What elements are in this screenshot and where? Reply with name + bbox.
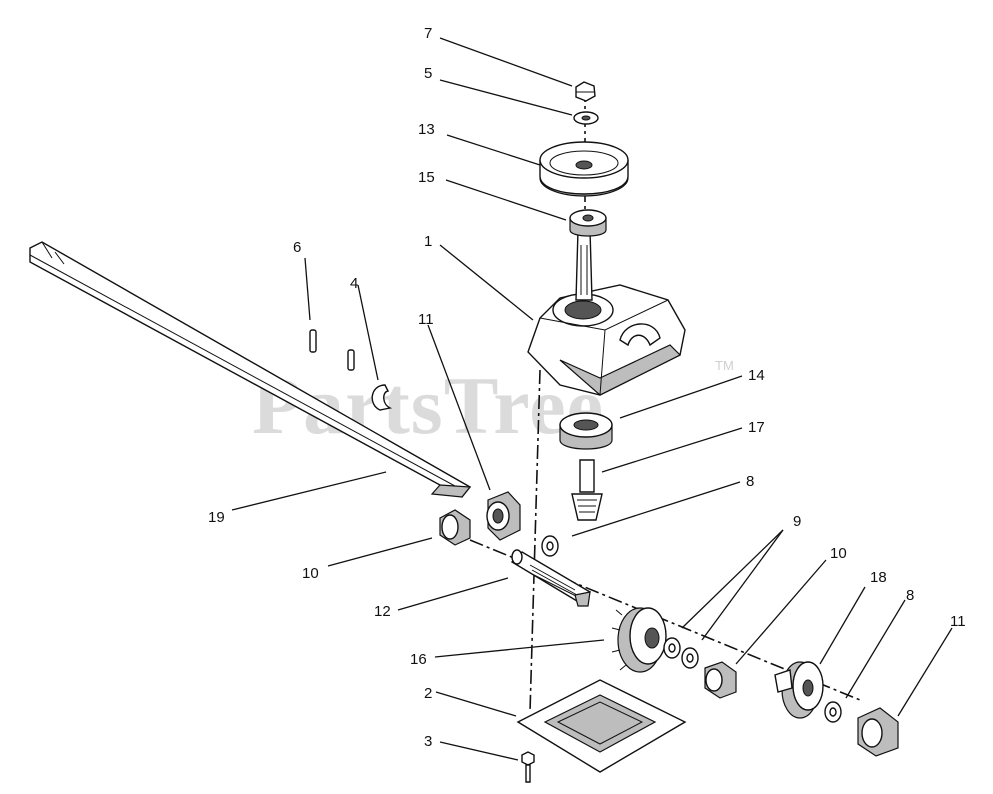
watermark-trademark: TM [715, 358, 734, 373]
callout-15: 15 [418, 169, 435, 186]
bushing-11-right [857, 707, 899, 757]
cover-plate-2 [516, 679, 687, 773]
bearing-14 [559, 412, 613, 450]
vertical-input-shaft [575, 229, 593, 301]
callout-16: 16 [410, 651, 427, 668]
drive-gear-16 [611, 607, 667, 673]
callout-2: 2 [424, 685, 432, 702]
pinion-gear-17 [571, 459, 603, 521]
callout-8-lower: 8 [906, 587, 914, 604]
washer-8-right [824, 701, 842, 723]
callout-labels: 7 5 13 15 1 6 4 11 14 17 8 19 9 10 10 18… [208, 25, 966, 750]
callout-3: 3 [424, 733, 432, 750]
callout-5: 5 [424, 65, 432, 82]
callout-9: 9 [793, 513, 801, 530]
washer-9a [663, 637, 681, 659]
bolt-3 [521, 751, 535, 783]
retaining-clip-4 [371, 384, 393, 411]
axle-shaft [29, 241, 472, 498]
leader-lines [231, 37, 953, 761]
bushing-11-left [486, 491, 521, 541]
washer-5 [573, 111, 599, 125]
spacer-15 [569, 209, 607, 237]
gear-18 [774, 661, 824, 719]
pulley-13 [539, 141, 629, 197]
bushing-10-right [704, 661, 737, 699]
callout-11-left: 11 [418, 311, 434, 328]
roll-pin-6 [309, 329, 317, 353]
callout-8-upper: 8 [746, 473, 754, 490]
roll-pin-small [347, 349, 355, 371]
callout-11-right: 11 [950, 613, 966, 630]
hex-nut-7 [575, 81, 596, 102]
splined-shaft-12 [510, 549, 591, 607]
callout-13: 13 [418, 121, 435, 138]
callout-17: 17 [748, 419, 765, 436]
callout-14: 14 [748, 367, 765, 384]
callout-10-left: 10 [302, 565, 319, 582]
callout-7: 7 [424, 25, 432, 42]
callout-4: 4 [350, 275, 358, 292]
callout-10-right: 10 [830, 545, 847, 562]
washer-8-left [541, 535, 559, 557]
washer-9b [681, 647, 699, 669]
callout-19: 19 [208, 509, 225, 526]
callout-1: 1 [424, 233, 432, 250]
bushing-10-left [439, 509, 471, 546]
vertical-center-line [529, 369, 541, 713]
callout-6: 6 [293, 239, 301, 256]
callout-12: 12 [374, 603, 391, 620]
gear-case-housing [527, 284, 686, 396]
callout-18: 18 [870, 569, 887, 586]
